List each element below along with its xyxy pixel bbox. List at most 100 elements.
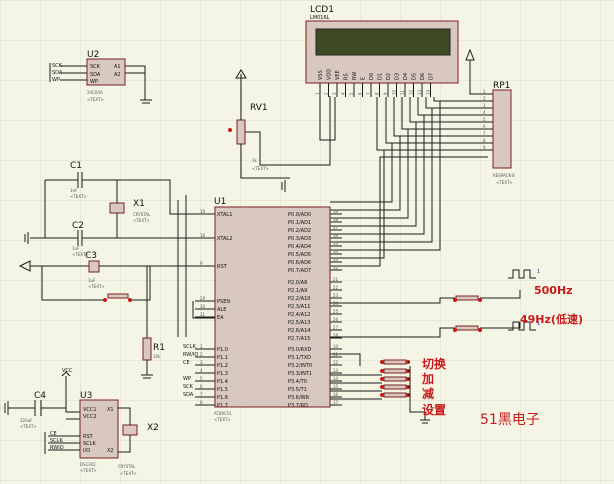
u2-part: 24C04A — [87, 90, 103, 95]
u3-pin-x2: X2 — [107, 448, 114, 454]
u1-pin-num-38: 38 — [333, 217, 339, 222]
p0-bus-wires — [330, 100, 488, 267]
p3-button-5[interactable] — [383, 392, 407, 398]
lcd1-pin-num-2: 2 — [324, 92, 329, 95]
lcd1-pin-d2: D2 — [386, 73, 392, 80]
lcd1-pin-d6: D6 — [420, 73, 426, 80]
u1-pin-num-17: 17 — [333, 400, 339, 405]
u1-pin-p1-3: P1.3 — [217, 371, 228, 377]
u1-pin-p3-7-rd: P3.7/RD — [288, 403, 308, 409]
u1-pin-num-35: 35 — [333, 241, 339, 246]
lcd1-pin-num-9: 9 — [383, 92, 388, 95]
port2-switches[interactable]: 1 1 500Hz 49Hz(低速) — [330, 269, 583, 338]
p3-button-2[interactable] — [383, 368, 407, 374]
u1-pin-p0-7-ad7: P0.7/AD7 — [288, 268, 311, 274]
u1-pin-ale: ALE — [217, 307, 226, 313]
u1-pin-p3-6-wr: P3.6/WR — [288, 395, 310, 401]
lcd1-pin-d7: D7 — [429, 73, 435, 80]
u1-text: <TEXT> — [214, 417, 231, 422]
u1-pin-p1-7: P1.7 — [217, 403, 228, 409]
u2-net-sck: SCK — [52, 63, 63, 69]
lcd1-pin-d1: D1 — [378, 73, 384, 80]
button-label-settings: 设置 — [422, 402, 446, 417]
u1-pin-num-39: 39 — [333, 209, 339, 214]
u3-pin-vcc2: VCC2 — [83, 414, 97, 420]
u1-pin-num-19: 19 — [200, 209, 206, 214]
u1-pin-p0-6-ad6: P0.6/AD6 — [288, 260, 311, 266]
p3-button-1[interactable] — [383, 359, 407, 365]
c1-ref: C1 — [70, 161, 82, 171]
u1-net-wp: WP — [183, 376, 191, 382]
c1-value: 1nF — [70, 188, 78, 193]
u1-pin-num-15: 15 — [333, 384, 339, 389]
u1-pin-num-22: 22 — [333, 285, 339, 290]
u2-pin-sda: SDA — [90, 72, 101, 78]
c3-text: <TEXT> — [88, 284, 105, 289]
u1-pin-p2-2-a10: P2.2/A10 — [288, 296, 310, 302]
lcd1-pin-num-6: 6 — [358, 92, 363, 95]
vcc-label: VCC — [62, 368, 73, 374]
u3-pin-sclk: SCLK — [83, 441, 96, 447]
rp1-pin-3: 3 — [483, 103, 486, 108]
c2-text: <TEXT> — [72, 252, 89, 257]
x1-part: CRYSTAL — [133, 212, 151, 217]
u2-pin-sck: SCK — [90, 64, 101, 70]
rp1-pin-5: 5 — [483, 117, 486, 122]
u1-pin-num-26: 26 — [333, 317, 339, 322]
sw-500hz-body — [455, 295, 479, 301]
lcd1-part: LM016L — [310, 15, 330, 21]
u1-pin-p0-3-ad3: P0.3/AD3 — [288, 236, 311, 242]
button-label-subtract: 减 — [422, 386, 434, 401]
probe1-pin: 1 — [537, 269, 540, 275]
u1-pin-p2-1-a9: P2.1/A9 — [288, 288, 307, 294]
c2-ref: C2 — [72, 221, 84, 231]
rv1-text: <TEXT> — [252, 166, 269, 171]
port3-buttons[interactable]: 切换 加 减 设置 — [330, 353, 447, 424]
rp1-body — [492, 89, 512, 169]
u2-eeprom[interactable]: U2 SCK SDA WP A1 A2 24C04A <TEXT> SCK SD… — [49, 50, 152, 104]
u1-pin-num-29: 29 — [200, 296, 206, 301]
u1-pin-p1-4: P1.4 — [217, 379, 228, 385]
u2-text: <TEXT> — [87, 97, 104, 102]
rv1-body — [236, 119, 246, 145]
u1-pin-num-21: 21 — [333, 277, 339, 282]
p3-button-3[interactable] — [383, 376, 407, 382]
u1-mcu[interactable]: U1 19XTAL118XTAL29RST29PSEN30ALE31EA1P1.… — [177, 195, 342, 422]
c3-value: 1uF — [88, 278, 96, 283]
u1-pin-p1-5: P1.5 — [217, 387, 228, 393]
r1-body — [142, 337, 152, 361]
lcd1[interactable]: LCD1 LM016L VSS1VDD2VEE3RS4RW5E6D07D18D2… — [305, 5, 459, 97]
p3-button-pin-a-4 — [380, 385, 384, 389]
u1-pin-num-3: 3 — [200, 360, 203, 365]
u3-pin-vcc1: VCC1 — [83, 407, 97, 413]
rp1-part: RESPACK-8 — [493, 173, 515, 178]
u1-pin-p2-0-a8: P2.0/A8 — [288, 280, 307, 286]
p3-button-pin-a-5 — [380, 393, 384, 397]
p3-button-4[interactable] — [383, 384, 407, 390]
u1-pin-p2-5-a13: P2.5/A13 — [288, 320, 310, 326]
rv1-potentiometer[interactable]: RV1 1k <TEXT> — [228, 69, 336, 192]
u3-ref: U3 — [80, 391, 92, 401]
lcd1-pin-d3: D3 — [395, 73, 401, 80]
u1-pin-p3-0-rxd: P3.0/RXD — [288, 347, 312, 353]
u2-pin-a1: A1 — [114, 64, 121, 70]
u1-pin-p2-4-a12: P2.4/A12 — [288, 312, 310, 318]
lcd1-pin-e: E — [361, 77, 367, 80]
lcd1-screen — [315, 28, 451, 56]
u1-pin-num-2: 2 — [200, 352, 203, 357]
lcd1-pin-num-4: 4 — [341, 92, 346, 95]
oscillator-caps[interactable]: C1 1nF <TEXT> X1 CRYSTAL <TEXT> C2 1nF <… — [24, 161, 215, 257]
u1-part: AT89C51 — [214, 411, 232, 416]
lcd1-pin-num-3: 3 — [332, 92, 337, 95]
x1-body — [109, 202, 125, 214]
x2-part: CRYSTAL — [118, 464, 136, 469]
lcd1-pin-vdd: VDD — [327, 69, 333, 80]
u1-pin-num-37: 37 — [333, 225, 339, 230]
x1-ref: X1 — [133, 199, 145, 209]
lcd1-pin-num-12: 12 — [409, 89, 414, 95]
p3-button-pin-a-2 — [380, 369, 384, 373]
u1-pin-num-27: 27 — [333, 325, 339, 330]
u1-pin-num-36: 36 — [333, 233, 339, 238]
u3-rtc[interactable]: VCC U3 VCC1 VCC2 RST SCLK I/O X1 X2 DS13… — [4, 368, 159, 476]
